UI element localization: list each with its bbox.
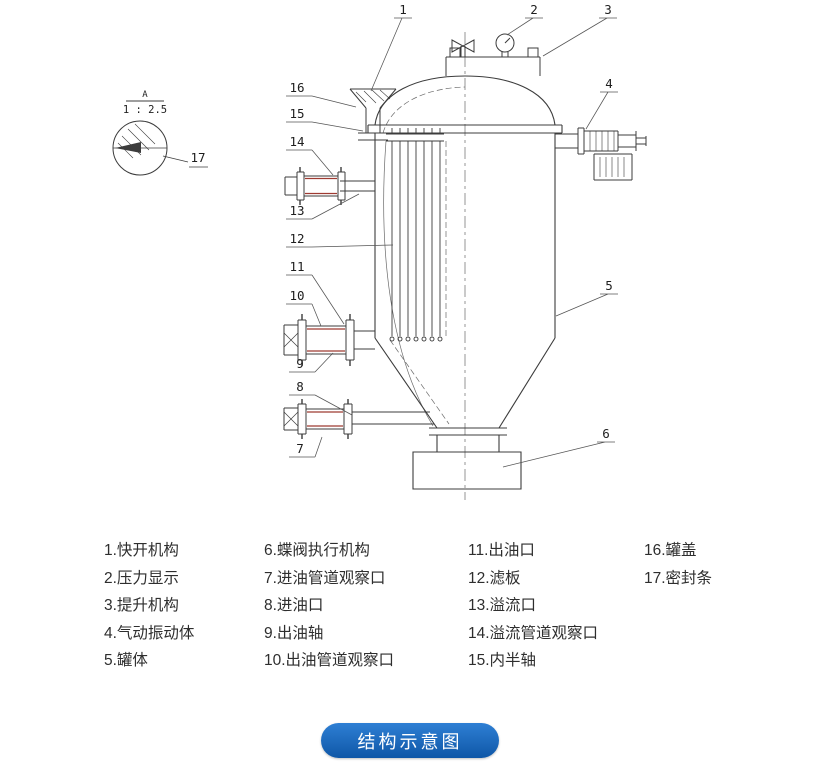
callout-4: 4 [605, 76, 613, 91]
callout-14: 14 [289, 134, 304, 149]
callout-6: 6 [602, 426, 610, 441]
legend-item: 5.罐体 [104, 652, 148, 669]
callout-11: 11 [289, 259, 304, 274]
callout-13: 13 [289, 203, 304, 218]
legend-column-4: 16.罐盖 17.密封条 [644, 537, 712, 592]
legend-column-1: 1.快开机构 2.压力显示 3.提升机构 4.气动振动体 5.罐体 [104, 537, 194, 675]
legend-item: 9.出油轴 [264, 624, 324, 642]
callout-8: 8 [296, 379, 304, 394]
funnel-icon [349, 88, 397, 109]
overflow-sight-glass-assembly [284, 167, 375, 205]
legend-item: 7.进油管道观察口 [264, 569, 386, 587]
callout-5: 5 [605, 278, 613, 293]
callout-2: 2 [530, 2, 538, 17]
legend-item: 8.进油口 [264, 597, 324, 614]
wing-nut-icon [451, 39, 475, 53]
pressure-gauge-icon [495, 33, 515, 53]
legend-item: 13.溢流口 [468, 597, 537, 614]
legend-item: 2.压力显示 [104, 569, 179, 587]
legend-item: 14.溢流管道观察口 [468, 624, 599, 642]
legend-column-3: 11.出油口 12.滤板 13.溢流口 14.溢流管道观察口 15.内半轴 [468, 537, 598, 675]
detail-section-label: A [142, 90, 148, 100]
callout-17: 17 [190, 150, 205, 165]
filter-vessel-diagram: A 1 : 2.5 [112, 2, 647, 500]
hidden-lines [382, 32, 466, 500]
callout-15: 15 [289, 106, 304, 121]
callout-10: 10 [289, 288, 304, 303]
legend-column-2: 6.蝶阀执行机构 7.进油管道观察口 8.进油口 9.出油轴 10.出油管道观察… [264, 537, 394, 675]
callout-16: 16 [289, 80, 304, 95]
legend-item: 1.快开机构 [104, 542, 179, 559]
top-fittings [349, 33, 541, 141]
legend-item: 17.密封条 [644, 569, 713, 587]
callout-3: 3 [604, 2, 612, 17]
legend-item: 16.罐盖 [644, 542, 697, 559]
leader-lines [286, 17, 618, 468]
callout-labels: 1 2 3 4 5 6 7 8 9 10 11 12 13 14 15 16 1… [190, 2, 612, 456]
legend-item: 10.出油管道观察口 [264, 652, 395, 669]
pneumatic-vibrator-assembly [555, 127, 647, 181]
callout-12: 12 [289, 231, 304, 246]
legend-item: 4.气动振动体 [104, 624, 195, 642]
detail-scale-label: 1 : 2.5 [123, 104, 167, 116]
oil-outlet-sight-glass-assembly [283, 314, 375, 366]
filter-plates [386, 128, 444, 342]
legend-item: 15.内半轴 [468, 652, 537, 669]
legend-item: 6.蝶阀执行机构 [264, 542, 370, 559]
legend-item: 12.滤板 [468, 569, 521, 587]
legend-item: 3.提升机构 [104, 597, 179, 614]
gasket-lines [305, 177, 345, 427]
structure-diagram-button[interactable]: 结构示意图 [321, 723, 499, 758]
callout-9: 9 [296, 356, 304, 371]
oil-inlet-sight-glass-assembly [283, 399, 434, 439]
legend-item: 11.出油口 [468, 542, 535, 559]
detail-view [112, 100, 208, 176]
technical-drawing: A 1 : 2.5 [112, 2, 647, 500]
tank-body [367, 75, 563, 490]
callout-7: 7 [296, 441, 304, 456]
callout-1: 1 [399, 2, 407, 17]
